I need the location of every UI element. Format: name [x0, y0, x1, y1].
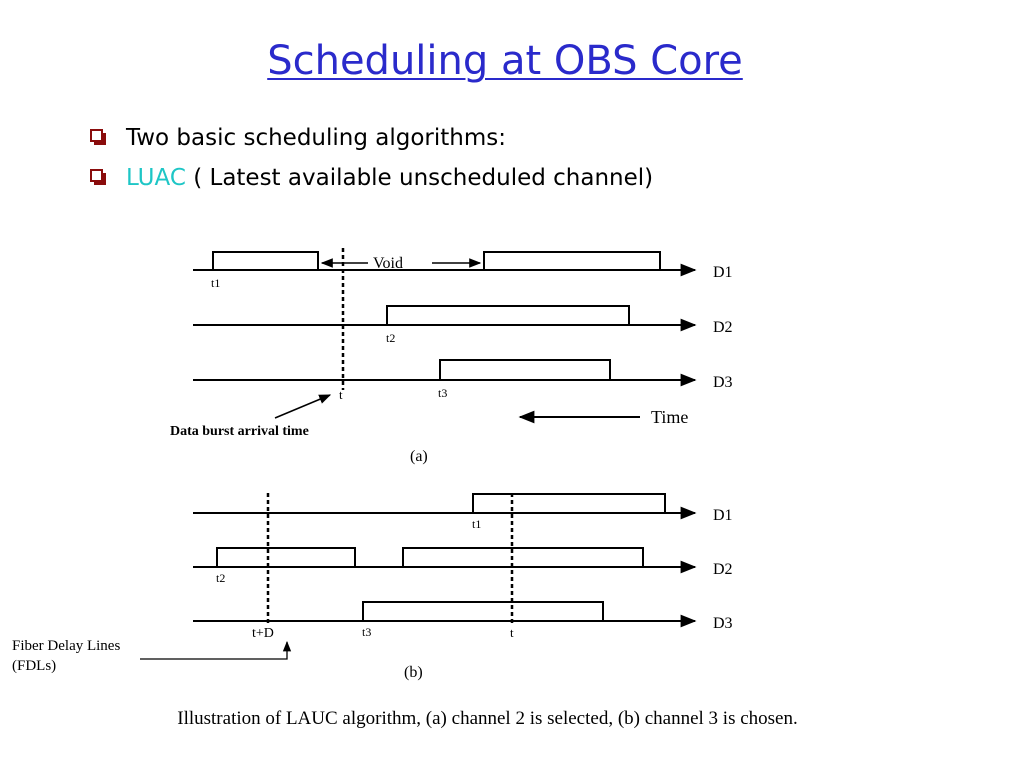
arrival-label: Data burst arrival time — [170, 424, 309, 439]
time-mark-label: t — [510, 625, 514, 640]
diagram-b — [140, 493, 697, 660]
fdl-label-line: (FDLs) — [12, 658, 57, 674]
channel-label: D3 — [713, 615, 733, 632]
channel-label: D3 — [713, 374, 733, 391]
time-mark-label: t — [339, 387, 343, 402]
diagram-a-labels: D1 D2 D3 t1 t2 t3 t Void Data burst arri… — [170, 255, 733, 465]
time-mark-label: t1 — [472, 517, 481, 531]
checkbox-bullet-icon — [90, 169, 106, 185]
diagram-b-labels: D1 D2 D3 t1 t2 t3 t+D t (b) — [216, 507, 733, 681]
time-mark-label: t1 — [211, 276, 220, 290]
figure-caption: Illustration of LAUC algorithm, (a) chan… — [177, 708, 798, 729]
burst-block — [386, 305, 630, 326]
bullet-highlight: LUAC — [126, 165, 186, 191]
burst-block — [402, 547, 644, 568]
burst-block — [216, 547, 356, 568]
burst-block — [472, 493, 666, 514]
channel-label: D2 — [713, 561, 733, 578]
time-mark-label: t3 — [362, 625, 371, 639]
subfigure-label: (b) — [404, 664, 423, 681]
bullet-text: Two basic scheduling algorithms: — [126, 125, 506, 151]
burst-block — [483, 251, 661, 271]
void-label: Void — [373, 255, 403, 272]
bullet-text: ( Latest available unscheduled channel) — [185, 165, 654, 191]
diagram-a — [193, 248, 697, 424]
bullet-item: LUAC ( Latest available unscheduled chan… — [88, 158, 653, 198]
subfigure-label: (a) — [410, 448, 428, 465]
page-title: Scheduling at OBS Core — [267, 38, 743, 84]
burst-block — [362, 601, 604, 622]
burst-block — [439, 359, 611, 381]
time-mark-label: t2 — [216, 571, 225, 585]
time-mark-label: t3 — [438, 386, 447, 400]
channel-label: D1 — [713, 507, 733, 524]
bullet-list: Two basic scheduling algorithms: LUAC ( … — [88, 118, 653, 198]
fdl-pointer-arrow — [140, 640, 292, 660]
fdl-label-line: Fiber Delay Lines — [12, 638, 121, 654]
checkbox-bullet-icon — [90, 129, 106, 145]
time-axis-label: Time — [651, 407, 688, 427]
bullet-item: Two basic scheduling algorithms: — [88, 118, 653, 158]
channel-label: D2 — [713, 319, 733, 336]
time-mark-label: t2 — [386, 331, 395, 345]
channel-label: D1 — [713, 264, 733, 281]
burst-block — [212, 251, 319, 271]
fdl-label: Fiber Delay Lines (FDLs) — [12, 636, 120, 676]
time-mark-label: t+D — [252, 626, 274, 641]
arrival-pointer-arrow — [274, 394, 332, 419]
